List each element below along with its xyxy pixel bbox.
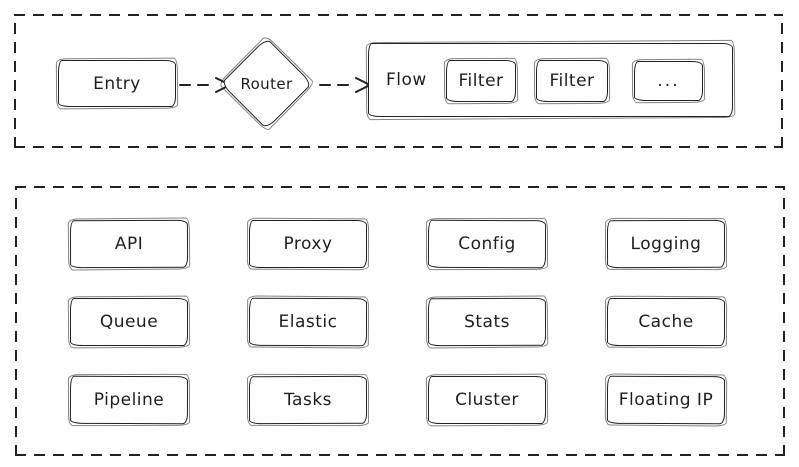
service-node-config: Config (427, 219, 547, 269)
entry-node: Entry (58, 60, 176, 107)
service-label-cluster: Cluster (455, 390, 519, 410)
service-label-elastic: Elastic (278, 311, 338, 333)
more-filters-label: ... (657, 71, 680, 91)
flow-label: Flow (386, 70, 427, 90)
service-label-config: Config (458, 233, 516, 255)
service-label-logging: Logging (630, 233, 702, 255)
arrow-router-to-flow (319, 77, 371, 93)
service-node-api: API (69, 219, 189, 269)
service-node-pipeline: Pipeline (69, 375, 189, 425)
filter-label-2: Filter (549, 71, 595, 91)
service-node-proxy: Proxy (249, 220, 367, 268)
service-node-elastic: Elastic (248, 297, 368, 347)
service-label-proxy: Proxy (283, 234, 333, 254)
service-node-tasks: Tasks (248, 375, 368, 425)
entry-label: Entry (93, 73, 141, 94)
filter-label-1: Filter (458, 71, 504, 91)
service-node-cluster: Cluster (428, 376, 546, 424)
router-label: Router (240, 74, 293, 93)
service-node-floating-ip: Floating IP (606, 375, 726, 425)
services-group-frame: API Proxy Config Logging Queue Elastic S… (15, 186, 785, 456)
service-label-queue: Queue (99, 312, 159, 332)
service-label-tasks: Tasks (283, 389, 333, 411)
service-label-floating-ip: Floating IP (618, 389, 714, 411)
services-grid: API Proxy Config Logging Queue Elastic S… (69, 219, 726, 425)
service-node-logging: Logging (606, 219, 726, 269)
service-label-api: API (114, 233, 144, 255)
service-label-cache: Cache (638, 312, 694, 332)
service-node-queue: Queue (70, 298, 188, 346)
more-filters-node: ... (634, 61, 703, 101)
service-label-pipeline: Pipeline (93, 389, 165, 411)
pipeline-group-frame: Entry Router Flow Filter Filter ... (14, 14, 783, 148)
service-node-stats: Stats (427, 297, 547, 347)
service-node-cache: Cache (607, 298, 725, 346)
router-node: Router (220, 37, 313, 130)
flow-container-node: Flow Filter Filter ... (368, 43, 733, 117)
filter-node-1: Filter (446, 60, 516, 102)
service-label-stats: Stats (464, 311, 510, 333)
filter-node-2: Filter (536, 60, 608, 102)
